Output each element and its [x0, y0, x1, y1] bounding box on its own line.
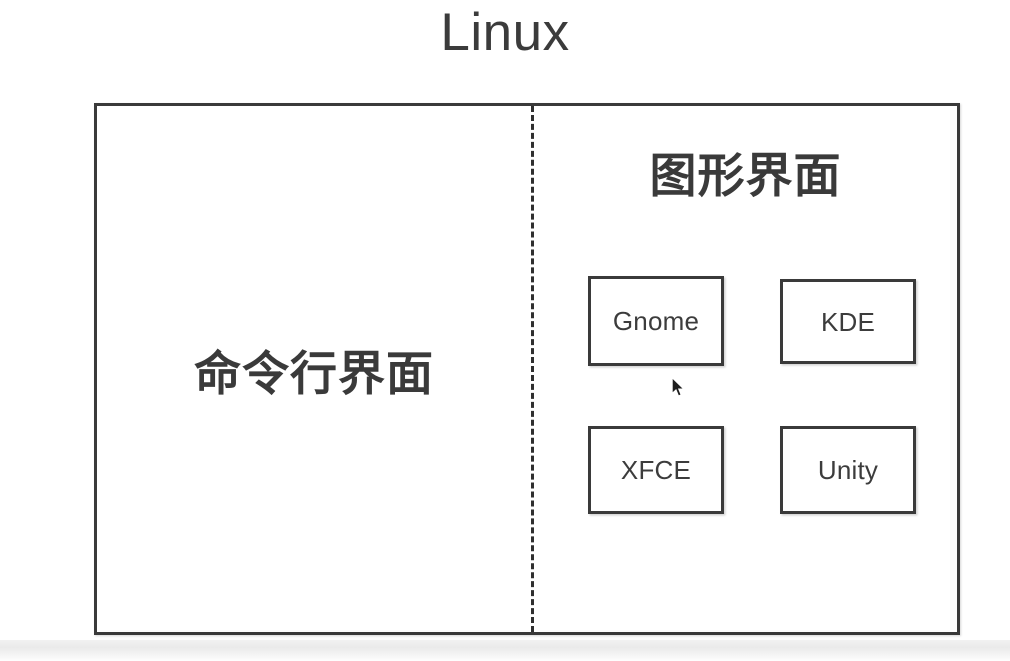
graphical-interface-label: 图形界面	[649, 149, 842, 202]
desktop-environment-label: Gnome	[612, 306, 700, 336]
page-title: Linux	[440, 3, 570, 62]
desktop-environment-box-gnome[interactable]: Gnome	[588, 276, 724, 366]
dashed-divider	[531, 106, 534, 632]
panel-command-line: 命令行界面	[97, 106, 531, 632]
desktop-environment-box-xfce[interactable]: XFCE	[588, 426, 724, 514]
desktop-environment-label: XFCE	[620, 455, 692, 485]
desktop-environment-box-kde[interactable]: KDE	[780, 279, 916, 364]
desktop-environment-label: KDE	[820, 306, 876, 337]
diagram-frame: 命令行界面 图形界面 Gnome KDE XFCE Unity	[94, 103, 960, 635]
command-line-interface-label: 命令行界面	[194, 347, 434, 400]
bottom-scroll-strip	[0, 640, 1010, 661]
desktop-environment-label: Unity	[817, 455, 879, 485]
panel-graphical: 图形界面 Gnome KDE XFCE Unity	[534, 106, 957, 632]
desktop-environment-box-unity[interactable]: Unity	[780, 426, 916, 514]
